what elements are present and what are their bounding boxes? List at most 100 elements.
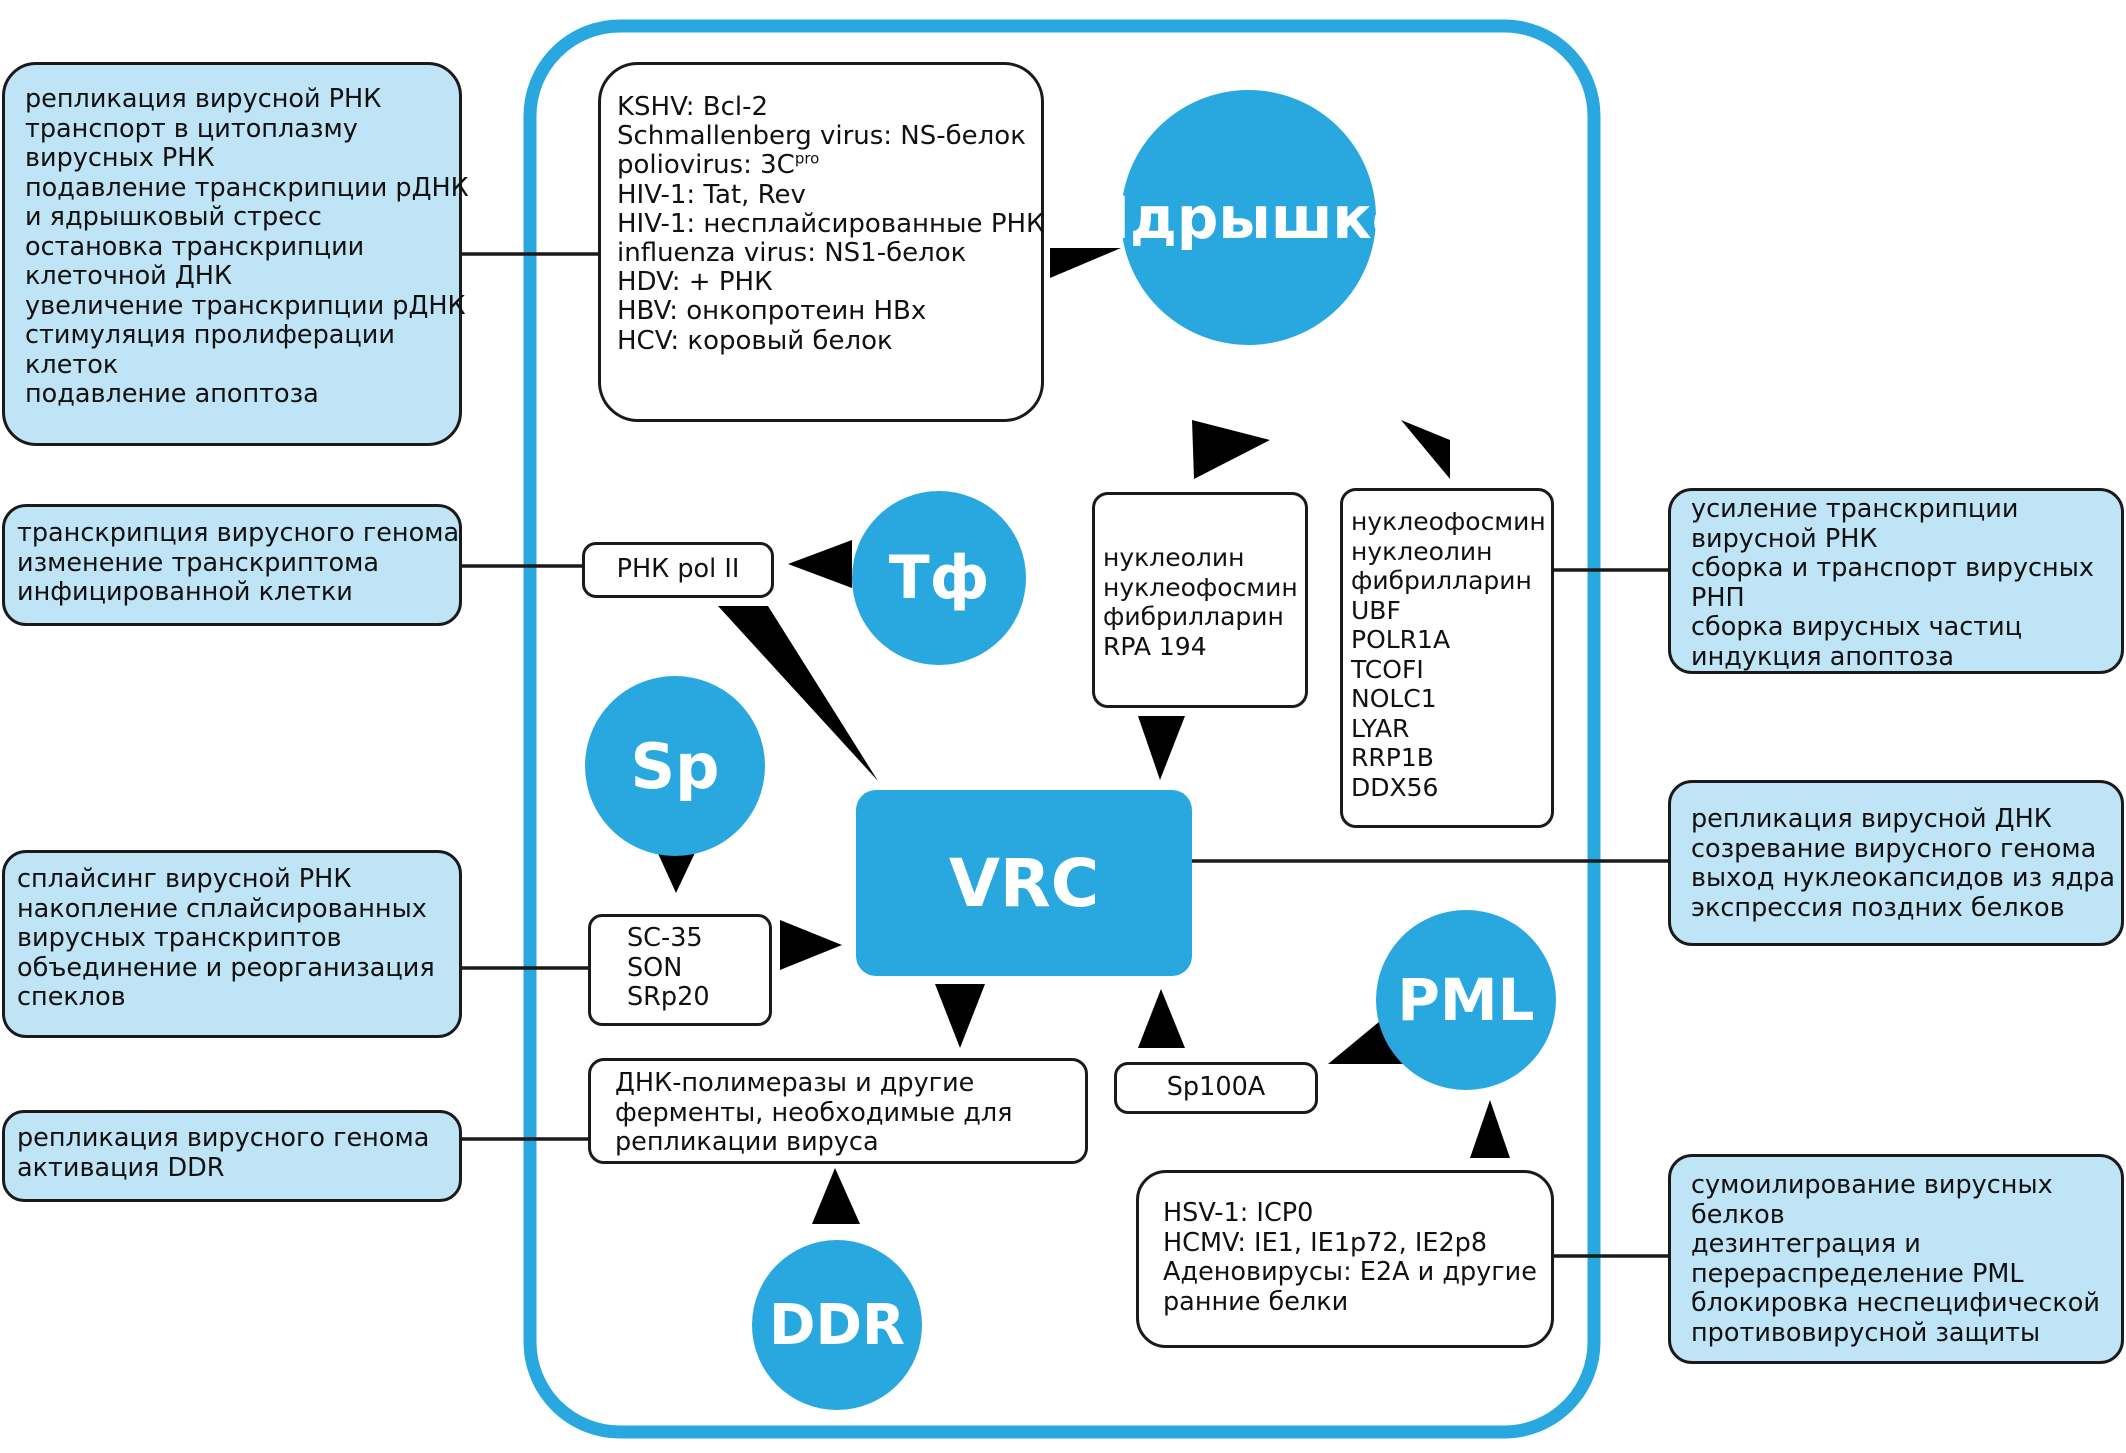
pml-circle: PML [1376, 910, 1556, 1090]
effect-line: репликация вирусной РНК [25, 84, 382, 114]
splicing-effects-box: сплайсинг вирусной РНК накопление сплайс… [2, 850, 462, 1038]
ddr-label: DDR [768, 1292, 906, 1358]
effect-line: активация DDR [17, 1152, 225, 1183]
effect-line: сумоилирование вирусных [1691, 1170, 2053, 1200]
protein-line: DDX56 [1351, 772, 1439, 802]
virus-line: HCV: коровый белок [617, 325, 893, 356]
virus-line: poliovirus: 3Cpro [617, 151, 1025, 180]
effect-line: выход нуклеокапсидов из ядра [1691, 863, 2116, 893]
protein-line: SC-35 [627, 923, 703, 953]
effect-line: увеличение транскрипции рДНК [25, 290, 466, 321]
effect-line: экспрессия поздних белков [1691, 892, 2065, 923]
effect-line: вирусной РНК [1691, 523, 1878, 554]
effect-line: репликация вирусного генома [17, 1123, 430, 1153]
virus-line: HBV: онкопротеин HBx [617, 296, 927, 327]
dna-replication-effects-box: репликация вирусной ДНК созревание вирус… [1668, 780, 2124, 946]
pml-viruses-box: HSV-1: ICP0 HCMV: IE1, IE1p72, IE2p8 Аде… [1136, 1170, 1554, 1348]
arrow-vrc-from-sp100 [1138, 989, 1185, 1048]
effect-line: спеклов [17, 982, 126, 1012]
effect-line: клеточной ДНК [25, 261, 233, 291]
rna-pol-label: РНК pol II [616, 554, 740, 584]
protein-line: TCOFI [1351, 654, 1424, 684]
virus-line: Schmallenberg virus: NS-белок [617, 121, 1026, 152]
protein-line: NOLC1 [1351, 684, 1437, 713]
virus-line: HSV-1: ICP0 [1163, 1198, 1314, 1228]
effect-line: сборка и транспорт вирусных [1691, 553, 2094, 583]
protein-line: нуклеолин [1351, 536, 1493, 566]
arrow-nucleolus-down-right [1401, 420, 1450, 479]
arrow-pol-to-vrc [718, 606, 878, 781]
enzyme-line: ферменты, необходимые для [615, 1097, 1013, 1128]
effect-line: транспорт в цитоплазму [25, 113, 358, 144]
virus-line: HDV: + РНК [617, 267, 773, 298]
protein-line: RPA 194 [1103, 631, 1207, 661]
virus-line: HIV-1: несплайсированные РНК [617, 208, 1045, 239]
protein-line: POLR1A [1351, 625, 1451, 654]
arrow-tf-to-pol [788, 540, 852, 588]
effect-line: РНП [1691, 582, 1745, 613]
effect-line: и ядрышковый стресс [25, 202, 322, 232]
effect-line: остановка транскрипции [25, 231, 365, 262]
speckle-proteins-box: SC-35 SON SRp20 [588, 914, 772, 1026]
effect-line: изменение транскриптома [17, 547, 379, 578]
arrow-pml-up [1470, 1100, 1510, 1158]
pml-effects-box: сумоилирование вирусных белков дезинтегр… [1668, 1154, 2124, 1364]
protein-line: SRp20 [627, 982, 710, 1012]
dna-polymerases-box: ДНК-полимеразы и другие ферменты, необхо… [588, 1058, 1088, 1164]
protein-line: нуклеофосмин [1103, 572, 1298, 602]
virus-line: Аденовирусы: E2A и другие [1163, 1257, 1537, 1287]
tf-circle: Тф [852, 491, 1026, 665]
virus-line: influenza virus: NS1-белок [617, 238, 967, 269]
effect-line: транскрипция вирусного генома [17, 518, 460, 548]
virus-line-text: poliovirus: 3C [617, 150, 795, 181]
effect-line: усиление транскрипции [1691, 494, 2019, 524]
protein-line: RRP1B [1351, 743, 1434, 772]
protein-line: UBF [1351, 595, 1401, 625]
vrc-label: VRC [948, 844, 1100, 922]
effect-line: созревание вирусного генома [1691, 833, 2097, 864]
effect-line: противовирусной защиты [1691, 1317, 2041, 1348]
sp-label: Sp [630, 729, 720, 803]
effect-line: вирусных транскриптов [17, 923, 342, 953]
protein-line: SON [627, 952, 683, 983]
arrow-to-nucleolus [1050, 248, 1121, 278]
effect-line: перераспределение PML [1691, 1258, 2024, 1289]
protein-line: LYAR [1351, 713, 1410, 743]
arrow-to-vrc-from-proteins [1138, 716, 1185, 780]
rnp-effects-box: усиление транскрипции вирусной РНК сборк… [1668, 488, 2124, 674]
virus-line: HCMV: IE1, IE1p72, IE2p8 [1163, 1227, 1488, 1258]
effect-line: блокировка неспецифической [1691, 1288, 2100, 1318]
effect-line: сплайсинг вирусной РНК [17, 864, 352, 894]
virus-line: KSHV: Bcl-2 [617, 92, 769, 122]
tf-label: Тф [888, 543, 990, 613]
nucleus-outline [523, 19, 1601, 1439]
nucleolus-label: Ядрышко [1085, 183, 1412, 252]
sp100-label: Sp100A [1166, 1072, 1266, 1102]
sp-circle: Sp [585, 676, 765, 856]
protein-line: нуклеолин [1103, 543, 1245, 572]
sp100-box: Sp100A [1114, 1062, 1318, 1114]
nucleolus-effects-box: репликация вирусной РНК транспорт в цито… [2, 62, 469, 446]
virus-line: HIV-1: Tat, Rev [617, 179, 806, 210]
vrc-box: VRC [856, 790, 1192, 976]
nucleolar-proteins-right-box: нуклеофосмин нуклеолин фибрилларин UBF P… [1340, 488, 1554, 828]
protein-line: фибрилларин [1103, 602, 1284, 631]
effect-line: инфицированной клетки [17, 577, 353, 607]
enzyme-line: репликации вируса [615, 1127, 879, 1157]
pml-label: PML [1397, 966, 1535, 1034]
virus-line: ранние белки [1163, 1286, 1349, 1317]
viruses-box: KSHV: Bcl-2 Schmallenberg virus: NS-бело… [598, 62, 1045, 422]
nucleolus-circle: Ядрышко [1085, 90, 1412, 345]
effect-line: дезинтеграция и [1691, 1229, 1921, 1259]
replication-effects-box: репликация вирусного генома активация DD… [2, 1110, 462, 1202]
effect-line: стимуляция пролиферации [25, 320, 395, 350]
arrow-dna-pol-to-vrc [935, 984, 985, 1048]
arrow-nucleolus-down-left [1192, 420, 1270, 479]
ddr-circle: DDR [752, 1240, 922, 1410]
arrow-ddr-up [812, 1168, 860, 1224]
effect-line: объединение и реорганизация [17, 952, 435, 983]
protein-line: фибрилларин [1351, 566, 1532, 595]
effect-line: накопление сплайсированных [17, 893, 427, 924]
effect-line: сборка вирусных частиц [1691, 612, 2023, 642]
